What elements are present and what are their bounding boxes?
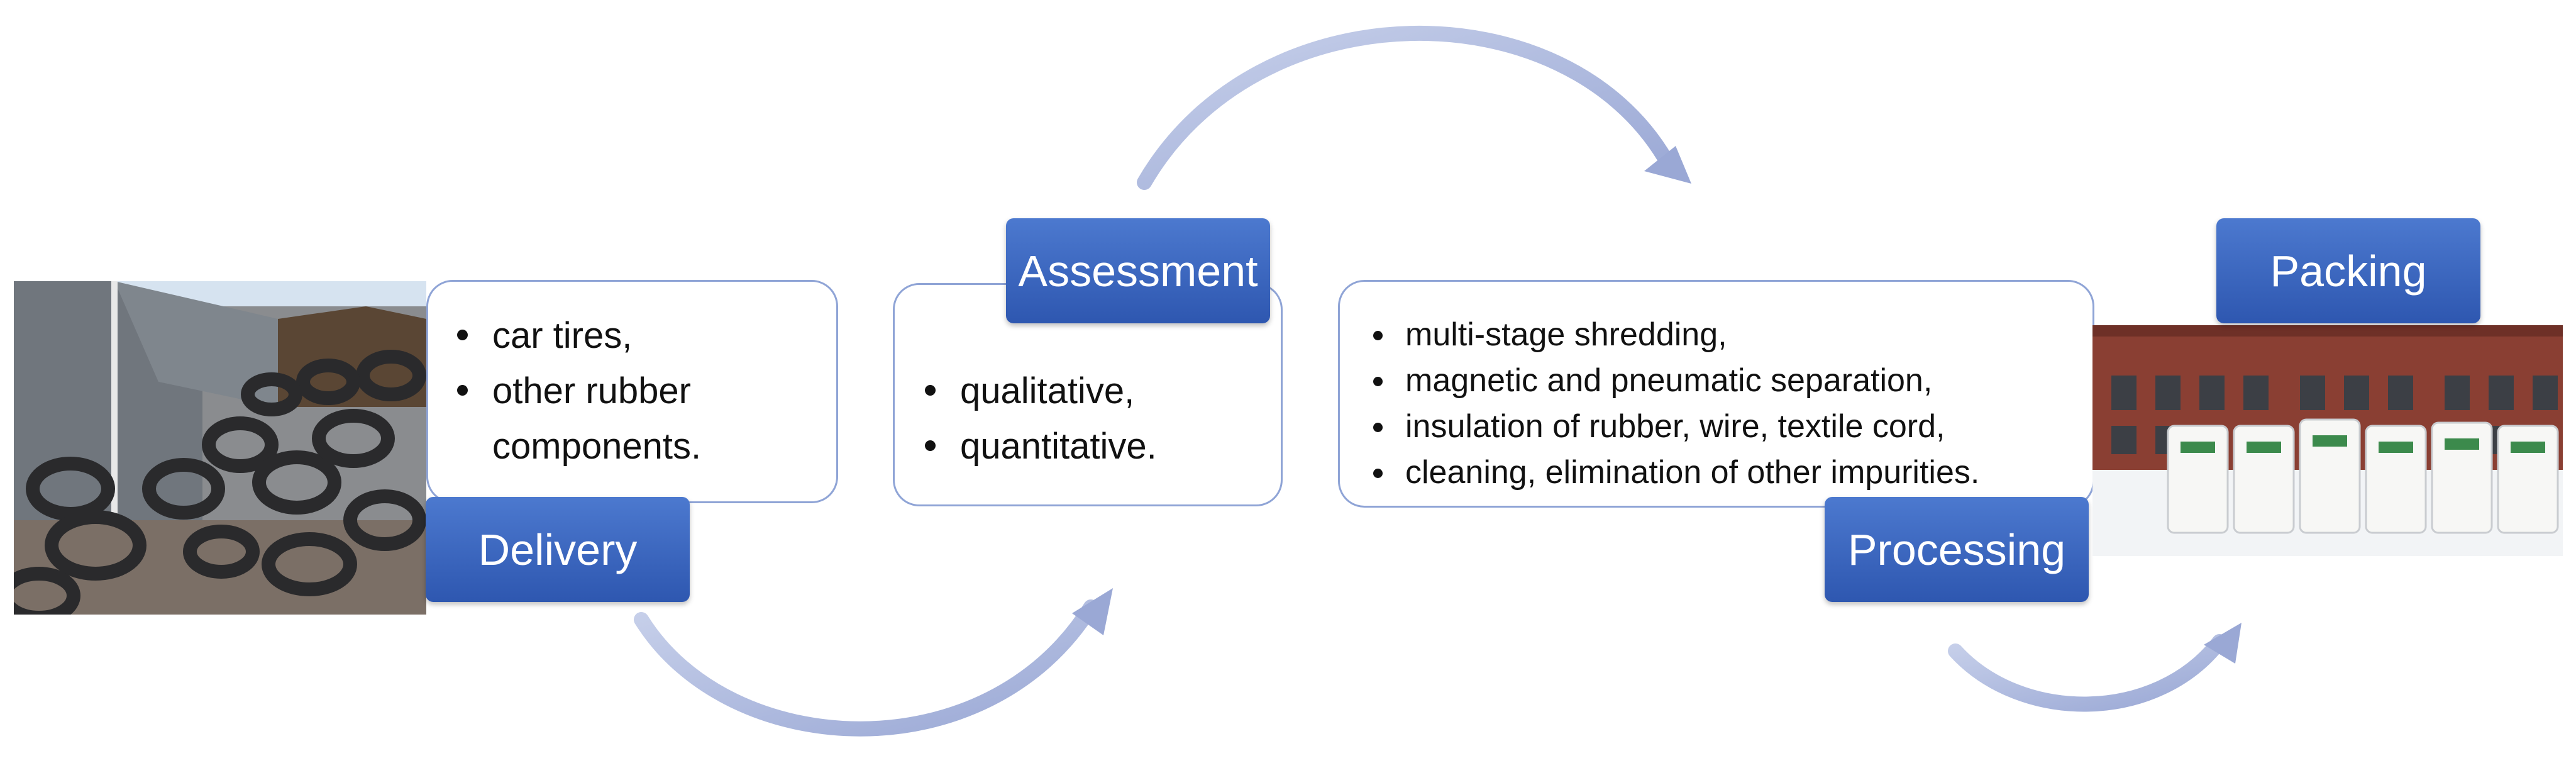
tire-pile-photo xyxy=(14,281,426,615)
assessment-stage-label: Assessment xyxy=(1018,246,1258,296)
assessment-item: qualitative, xyxy=(920,364,1268,419)
assessment-stage-box: Assessment xyxy=(1006,218,1270,323)
delivery-item: car tires, xyxy=(452,308,817,364)
processing-item: magnetic and pneumatic separation, xyxy=(1368,358,2080,404)
processing-details-card: multi-stage shredding, magnetic and pneu… xyxy=(1338,280,2094,508)
arrow-assessment-to-processing xyxy=(1137,25,1691,190)
packing-stage-label: Packing xyxy=(2270,246,2427,296)
packing-photo xyxy=(2092,325,2563,556)
delivery-stage-box: Delivery xyxy=(426,497,690,602)
processing-item: insulation of rubber, wire, textile cord… xyxy=(1368,404,2080,450)
delivery-items-list: car tires, other rubber components. xyxy=(452,308,817,474)
delivery-item: other rubber components. xyxy=(452,364,817,474)
processing-items-list: multi-stage shredding, magnetic and pneu… xyxy=(1368,312,2080,496)
processing-item: multi-stage shredding, xyxy=(1368,312,2080,358)
delivery-details-card: car tires, other rubber components. xyxy=(426,280,838,503)
assessment-item: quantitative. xyxy=(920,419,1268,474)
arrow-delivery-to-assessment xyxy=(634,588,1113,737)
delivery-stage-label: Delivery xyxy=(478,525,638,574)
packing-stage-box: Packing xyxy=(2216,218,2480,323)
processing-item: cleaning, elimination of other impuritie… xyxy=(1368,450,2080,496)
assessment-items-list: qualitative, quantitative. xyxy=(920,364,1268,474)
processing-stage-label: Processing xyxy=(1847,525,2066,574)
processing-stage-box: Processing xyxy=(1825,497,2089,602)
arrow-processing-to-packing xyxy=(1948,623,2242,712)
